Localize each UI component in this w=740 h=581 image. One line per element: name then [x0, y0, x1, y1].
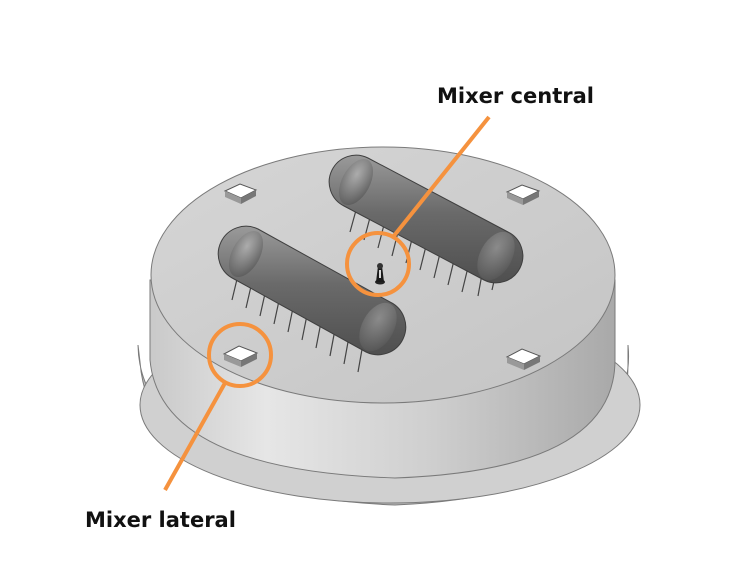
- square-port-back-left: [223, 183, 258, 204]
- callout-circle-lateral: [207, 322, 273, 388]
- front-cylinder: [217, 225, 407, 356]
- back-cylinder: [328, 154, 524, 284]
- callout-lateral: [163, 322, 273, 491]
- square-port-front-right: [505, 348, 542, 370]
- square-port-front-left: [222, 345, 259, 367]
- callout-leader-central: [391, 115, 491, 239]
- callout-central: [345, 115, 491, 297]
- label-mixer-lateral: Mixer lateral: [85, 508, 236, 532]
- square-port-back-right: [505, 184, 541, 205]
- central-mixer: [375, 263, 385, 285]
- callout-circle-central: [345, 231, 411, 297]
- label-mixer-central: Mixer central: [437, 84, 594, 108]
- callout-leader-lateral: [163, 382, 227, 491]
